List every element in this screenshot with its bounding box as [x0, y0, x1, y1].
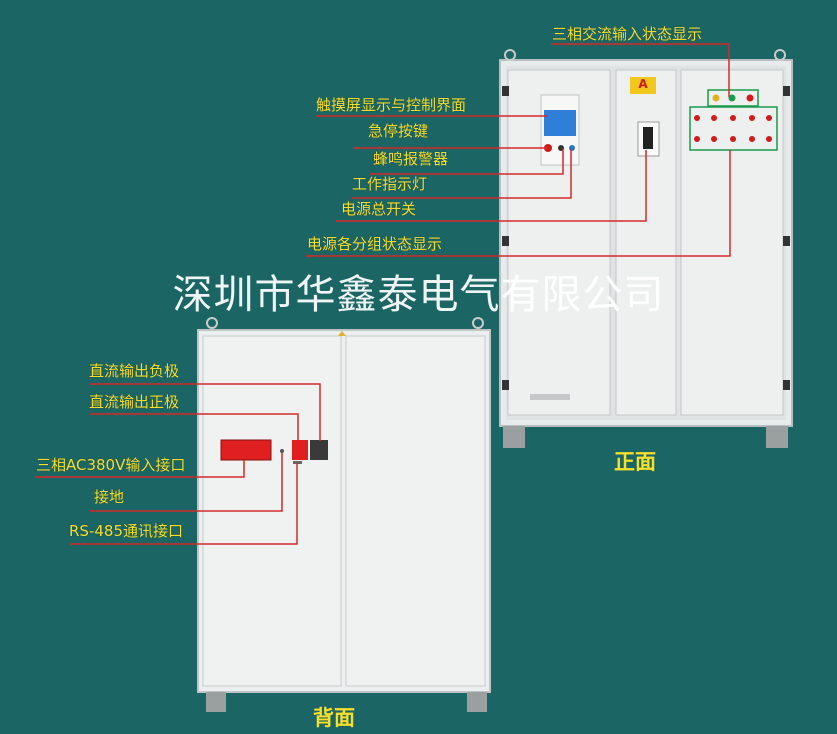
label-dc-positive: 直流输出正极 — [89, 393, 180, 411]
label-ac-input: 三相AC380V输入接口 — [36, 456, 186, 474]
group-status-lights — [694, 115, 772, 142]
ac-input-block — [220, 439, 272, 461]
label-estop: 急停按键 — [368, 122, 429, 140]
warning-badge — [630, 77, 656, 94]
estop-button — [544, 144, 552, 152]
label-group-status: 电源各分组状态显示 — [307, 235, 443, 253]
dc-positive-terminal — [292, 440, 308, 460]
caption-back: 背面 — [313, 706, 355, 730]
label-main-switch: 电源总开关 — [341, 200, 417, 218]
main-switch — [643, 127, 653, 149]
label-rs485: RS-485通讯接口 — [69, 522, 183, 540]
ground-screw — [280, 449, 284, 453]
label-ground: 接地 — [94, 488, 125, 506]
leader-lines — [35, 43, 731, 545]
watermark: 深圳市华鑫泰电气有限公司 — [172, 272, 665, 318]
label-buzzer: 蜂鸣报警器 — [373, 150, 449, 168]
touchscreen — [544, 110, 576, 136]
label-dc-negative: 直流输出负极 — [89, 362, 180, 380]
back-cabinet — [197, 317, 491, 712]
dc-negative-terminal — [310, 440, 328, 460]
label-touchscreen: 触摸屏显示与控制界面 — [316, 96, 467, 114]
caption-front: 正面 — [614, 450, 656, 474]
panel-badge: A — [638, 77, 648, 91]
label-work-light: 工作指示灯 — [352, 175, 428, 193]
label-three-phase-status: 三相交流输入状态显示 — [552, 25, 703, 43]
work-light — [569, 145, 575, 151]
front-cabinet — [499, 49, 793, 448]
